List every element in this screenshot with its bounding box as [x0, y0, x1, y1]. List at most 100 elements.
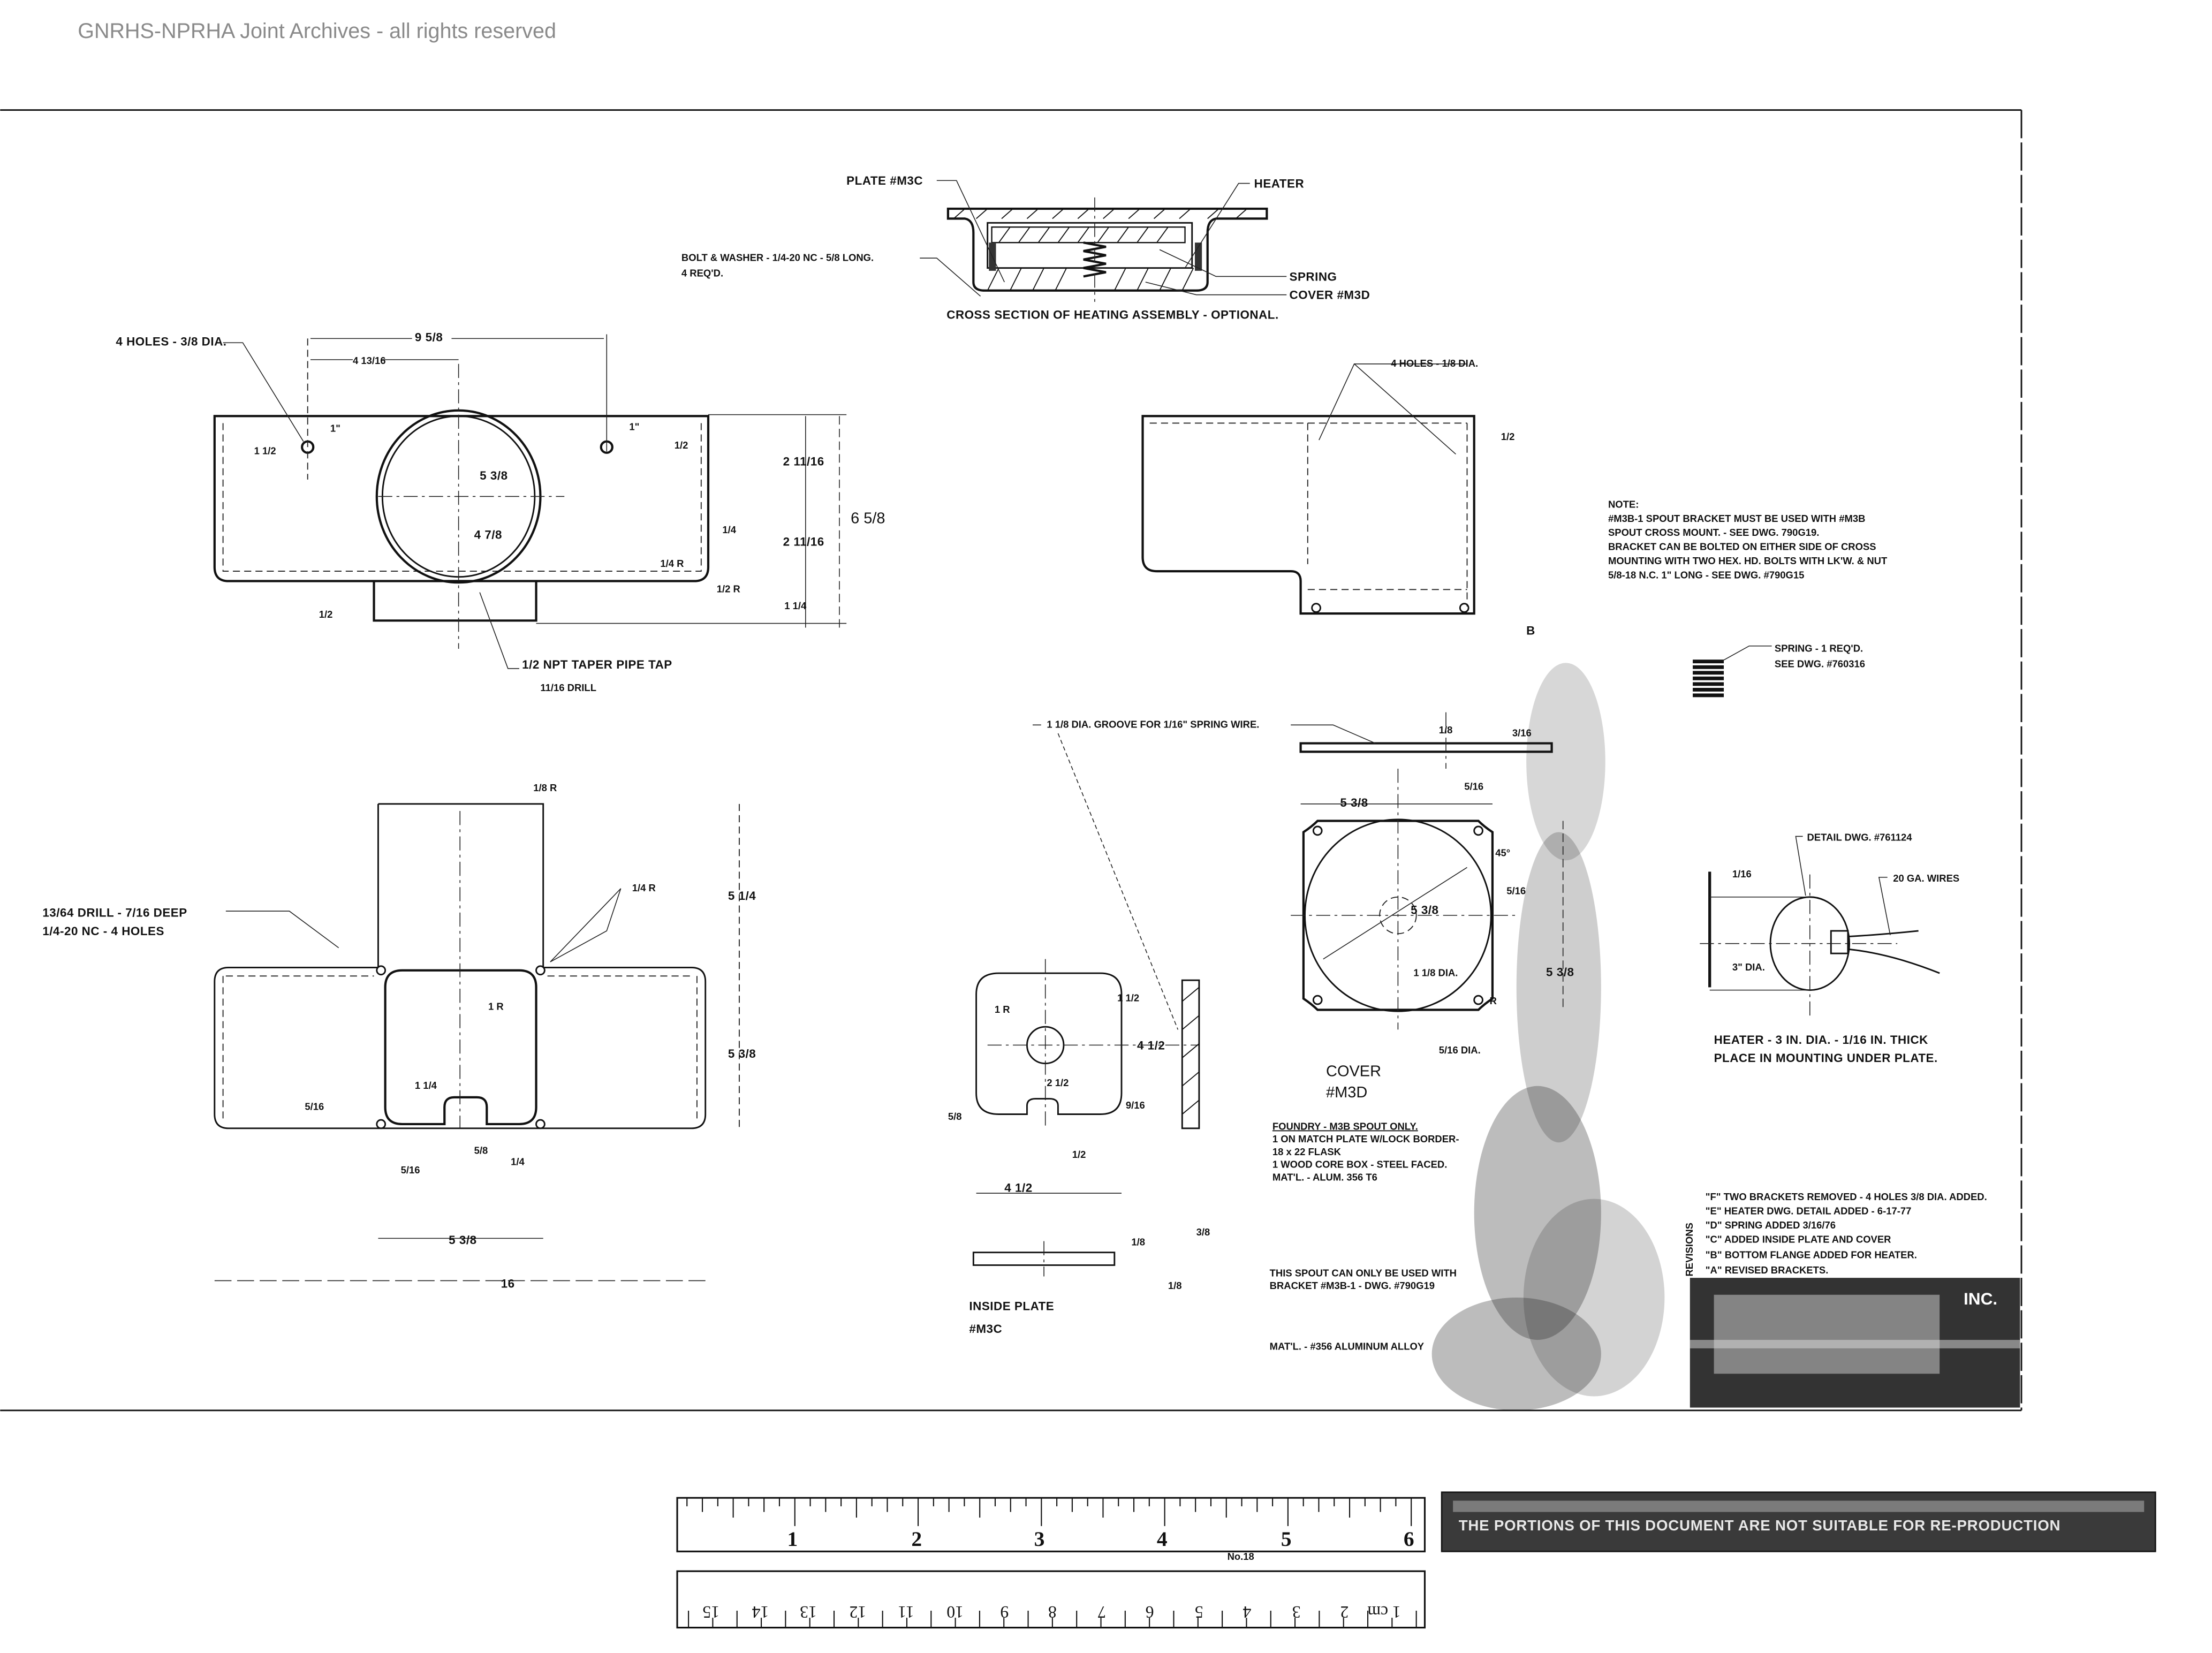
label-bolt-qty: 4 REQ'D. [681, 267, 723, 278]
label-pipe-tap: 1/2 NPT TAPER PIPE TAP [522, 658, 672, 671]
ruler-model: No.18 [1228, 1551, 1254, 1562]
reproduction-warning: THE PORTIONS OF THIS DOCUMENT ARE NOT SU… [1441, 1491, 2156, 1552]
dim-5-16-bottom: 5/16 [401, 1164, 420, 1176]
dim-5-8: 5/8 [474, 1144, 488, 1156]
cover-view: 1 1/8 DIA. GROOVE FOR 1/16" SPRING WIRE.… [1032, 712, 1574, 1101]
inside-plate-part: #M3C [969, 1322, 1002, 1336]
inside-plate-title: INSIDE PLATE [969, 1300, 1054, 1313]
dim-5-16-cover-side: 5/16 [1506, 885, 1526, 896]
spring-coil-icon [1083, 241, 1107, 278]
ruler-cm-9: 9 [1000, 1603, 1009, 1621]
dim-1-4: 1/4 [722, 524, 736, 535]
dim-9-5-8: 9 5/8 [415, 331, 443, 344]
dim-4-7-8-dia: 4 7/8 [474, 528, 502, 541]
spout-note-line: BRACKET #M3B-1 - DWG. #790G19 [1270, 1280, 1435, 1291]
ruler-cm-1: 1 cm [1367, 1603, 1401, 1621]
note-line: MOUNTING WITH TWO HEX. HD. BOLTS WITH LK… [1608, 555, 1888, 566]
spout-plan-view: 13/64 DRILL - 7/16 DEEP 1/4-20 NC - 4 HO… [42, 782, 756, 1290]
inch-ticks [686, 1498, 1412, 1526]
dim-5-1-4: 5 1/4 [728, 889, 756, 903]
label-4-holes-1-8: 4 HOLES - 1/8 DIA. [1391, 358, 1478, 369]
dim-3-16-cover: 3/16 [1512, 727, 1532, 738]
ruler-cm-15: 15 [702, 1603, 719, 1621]
ruler-cm-11: 11 [898, 1603, 914, 1621]
ruler-cm-6: 6 [1146, 1603, 1154, 1621]
sheet-border [0, 109, 2022, 1412]
spring-detail: SPRING - 1 REQ'D. SEE DWG. #760316 [1693, 642, 1865, 701]
dim-1-1-4: 1 1/4 [784, 600, 807, 611]
revisions-block: REVISIONS "F" TWO BRACKETS REMOVED - 4 H… [1684, 1191, 1987, 1276]
revision-b: "B" BOTTOM FLANGE ADDED FOR HEATER. [1706, 1249, 1917, 1260]
dim-45-degrees: 45° [1495, 847, 1510, 858]
foundry-notes: FOUNDRY - M3B SPOUT ONLY. 1 ON MATCH PLA… [1270, 1120, 1459, 1352]
dim-1-2-plate: 1/2 [1072, 1149, 1086, 1160]
label-cover-m3d: COVER #M3D [1290, 289, 1370, 302]
dim-r: R [1490, 995, 1497, 1006]
ruler-cm-13: 13 [800, 1603, 817, 1621]
note-line: 5/8-18 N.C. 1" LONG - SEE DWG. #790G15 [1608, 569, 1804, 580]
scale-ruler: 1 2 3 4 5 6 No.18 1 cm 2 3 4 5 6 7 8 9 1… [676, 1497, 1426, 1629]
archive-watermark: GNRHS-NPRHA Joint Archives - all rights … [78, 19, 556, 43]
ruler-cm-5: 5 [1195, 1603, 1203, 1621]
dim-1-2-flange: 1/2 [319, 609, 333, 620]
dim-1-8-r: 1/8 R [533, 782, 557, 793]
dim-2-1-2: 2 1/2 [1047, 1077, 1069, 1088]
dim-2-11-16-upper: 2 11/16 [783, 454, 824, 468]
dim-4-1-2-width: 4 1/2 [1004, 1181, 1032, 1194]
dim-3-dia: 3" DIA. [1732, 961, 1765, 973]
dim-1-4-r: 1/4 R [660, 558, 684, 569]
dim-5-16-left: 5/16 [305, 1101, 324, 1112]
label-drill: 11/16 DRILL [540, 682, 596, 693]
note-line: SPOUT CROSS MOUNT. - SEE DWG. 790G19. [1608, 527, 1819, 538]
cross-section-caption: CROSS SECTION OF HEATING ASSEMBLY - OPTI… [946, 308, 1278, 321]
spout-front-view: 4 HOLES - 3/8 DIA. 9 5/8 4 13/16 1 1/2 1… [116, 331, 885, 693]
dim-1-1-2: 1 1/2 [254, 445, 276, 456]
reproduction-warning-text: THE PORTIONS OF THIS DOCUMENT ARE NOT SU… [1459, 1517, 2061, 1534]
ruler-cm-3: 3 [1292, 1603, 1301, 1621]
dim-5-16-cover-top: 5/16 [1464, 780, 1483, 792]
note-block: NOTE: #M3B-1 SPOUT BRACKET MUST BE USED … [1608, 499, 1888, 581]
spout-side-view: 4 HOLES - 1/8 DIA. 1/2 B [1141, 358, 1535, 638]
ruler-cm-8: 8 [1048, 1603, 1057, 1621]
dim-1-1-2-plate: 1 1/2 [1117, 992, 1139, 1004]
foundry-line: 1 WOOD CORE BOX - STEEL FACED. [1272, 1159, 1447, 1170]
dim-3-8-plate: 3/8 [1196, 1226, 1210, 1238]
dim-5-16-dia: 5/16 DIA. [1439, 1044, 1481, 1056]
revision-e: "E" HEATER DWG. DETAIL ADDED - 6-17-77 [1706, 1205, 1912, 1217]
dim-1-4-flat: 1/4 [511, 1156, 525, 1167]
dim-1-1-4-flat: 1 1/4 [415, 1080, 437, 1091]
ruler-cm-10: 10 [946, 1603, 964, 1621]
label-plate-m3c: PLATE #M3C [846, 174, 923, 187]
note-heading: NOTE: [1608, 499, 1639, 510]
note-line: BRACKET CAN BE BOLTED ON EITHER SIDE OF … [1608, 541, 1876, 552]
title-block: INC. [1690, 1278, 2020, 1408]
dim-1-1-8-dia: 1 1/8 DIA. [1413, 967, 1458, 978]
label-spring: SPRING [1290, 270, 1337, 283]
ruler-inch-5: 5 [1281, 1527, 1292, 1551]
dim-1-2-right: 1/2 [675, 439, 688, 451]
revision-a: "A" REVISED BRACKETS. [1706, 1264, 1829, 1276]
dim-5-3-8-dia: 5 3/8 [480, 469, 507, 482]
inside-plate-view: 1 R 1 1/2 2 1/2 4 1/2 9/16 5/8 1/2 4 1/2… [948, 733, 1210, 1336]
dim-1-4-r-flat: 1/4 R [632, 882, 656, 893]
revision-c: "C" ADDED INSIDE PLATE AND COVER [1706, 1233, 1891, 1245]
label-tap-holes: 1/4-20 NC - 4 HOLES [42, 924, 164, 938]
dim-1-8-plate: 1/8 [1131, 1237, 1145, 1248]
cross-section-heating-assembly: PLATE #M3C HEATER BOLT & WASHER - 1/4-20… [681, 174, 1370, 321]
ruler-cm-4: 4 [1243, 1603, 1251, 1621]
scan-smudge [1431, 663, 1665, 1411]
cm-ticks [688, 1610, 1417, 1628]
spring-note-line: SPRING - 1 REQ'D. [1775, 642, 1863, 654]
spout-note-line: THIS SPOUT CAN ONLY BE USED WITH [1270, 1268, 1457, 1279]
note-line: #M3B-1 SPOUT BRACKET MUST BE USED WITH #… [1608, 513, 1865, 524]
label-drill-deep: 13/64 DRILL - 7/16 DEEP [42, 906, 187, 920]
heater-caption: HEATER - 3 IN. DIA. - 1/16 IN. THICK [1714, 1033, 1928, 1047]
dim-1-inch: 1" [330, 422, 340, 434]
dim-5-8-plate: 5/8 [948, 1111, 962, 1122]
dim-1-r-plate: 1 R [995, 1004, 1010, 1015]
label-bolt-washer: BOLT & WASHER - 1/4-20 NC - 5/8 LONG. [681, 252, 874, 263]
foundry-line: FOUNDRY - M3B SPOUT ONLY. [1272, 1120, 1418, 1132]
ruler-cm-7: 7 [1097, 1603, 1106, 1621]
dim-1-2-side: 1/2 [1501, 431, 1515, 442]
dim-5-3-8-flat: 5 3/8 [728, 1047, 756, 1060]
